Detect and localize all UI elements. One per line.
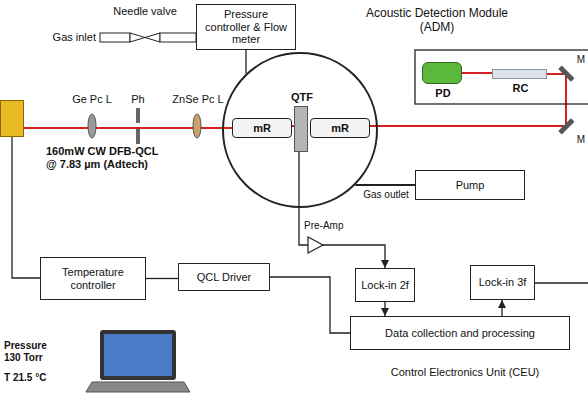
node-text: mR: [253, 122, 271, 135]
pump-box: Pump: [415, 170, 525, 200]
detector-housing: [415, 50, 588, 104]
node-text: QCL Driver: [197, 271, 252, 284]
laptop-base: [86, 382, 190, 392]
needle-valve: [145, 33, 160, 42]
mirror: [558, 118, 574, 134]
connector: [384, 302, 385, 316]
part-label: ZnSe Pc L: [168, 93, 228, 106]
node-text: QTF: [286, 91, 318, 104]
mirror: [558, 66, 574, 82]
connector: [245, 50, 246, 74]
condition-note: T 21.5 °C: [4, 372, 52, 384]
znse-lens: [193, 114, 201, 138]
photodetector: PD: [422, 62, 462, 84]
mirror-label: M: [575, 54, 587, 66]
tuning-fork: QTF: [294, 106, 308, 152]
node-text: mR: [331, 122, 349, 135]
node-text: Pump: [456, 179, 485, 192]
part-label: Ph: [126, 93, 150, 106]
laser-beam: [462, 72, 492, 74]
needle-valve: [130, 33, 145, 42]
pinhole: [136, 108, 140, 123]
node-text: Lock-in 2f: [361, 279, 409, 292]
node-text: RC: [493, 82, 548, 95]
unit-label: Control Electronics Unit (CEU): [355, 366, 575, 379]
micro-resonator: mR: [310, 118, 370, 138]
connector: [146, 278, 178, 279]
node-text: PD: [423, 87, 463, 100]
gas-tube: [160, 33, 196, 42]
laptop-screen: [100, 330, 176, 380]
lockin-box: Lock-in 3f: [470, 265, 535, 300]
connector: [501, 300, 502, 316]
controller-box: Temperature controller: [40, 257, 146, 300]
driver-box: QCL Driver: [178, 263, 270, 291]
condition-note: Pressure 130 Torr: [4, 340, 58, 363]
node-text: Acoustic Detection Module (ADM): [362, 7, 512, 35]
preamp-symbol: [308, 237, 323, 253]
node-text: Data collection and processing: [385, 327, 535, 340]
mirror-label: M: [575, 134, 587, 146]
connector: [355, 184, 415, 186]
connector: [270, 277, 350, 333]
ge-lens: [88, 114, 96, 138]
node-text: 160mW CW DFB-QCL @ 7.83 µm (Adtech): [46, 145, 171, 170]
part-label: Gas inlet: [40, 31, 96, 44]
adm-circle: Acoustic Detection Module (ADM)mRQTFmR: [222, 52, 378, 208]
qcl-laser: 160mW CW DFB-QCL @ 7.83 µm (Adtech): [0, 100, 24, 137]
part-label: Pre-Amp: [304, 220, 356, 232]
micro-resonator: mR: [232, 118, 292, 138]
part-label: Gas outlet: [356, 189, 416, 201]
laptop-display: [104, 334, 172, 376]
gas-tube: [100, 33, 130, 42]
node-text: Pressure controller & Flow meter: [201, 8, 291, 46]
processing-box: Data collection and processing: [350, 316, 570, 350]
lockin-box: Lock-in 2f: [355, 268, 415, 302]
connector: [12, 137, 40, 278]
node-text: Lock-in 3f: [479, 276, 527, 289]
pinhole: [136, 129, 140, 144]
node-text: Temperature controller: [45, 266, 141, 291]
reference-cell: RC: [492, 69, 547, 79]
part-label: Needle valve: [100, 5, 190, 18]
connector: [299, 152, 385, 268]
laser-beam: [370, 74, 566, 126]
part-label: Ge Pc L: [66, 93, 118, 106]
controller-box: Pressure controller & Flow meter: [196, 4, 296, 50]
signal-wire: [535, 282, 588, 283]
